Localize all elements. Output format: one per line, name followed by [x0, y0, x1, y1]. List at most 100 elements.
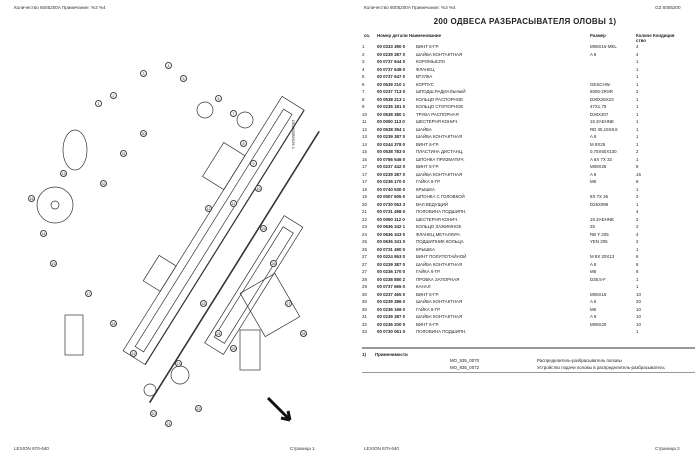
cell-qty: 10 [636, 314, 641, 319]
cell-pos: 17 [362, 171, 367, 177]
cell-pn: 00 0235 181 0 [377, 104, 406, 109]
cell-pn: 00 0766 546 0 [377, 156, 406, 162]
cell-size: 6005-2RSR [590, 89, 613, 94]
cell-pos: 21 [362, 209, 367, 214]
callout-number: 23 [175, 360, 182, 367]
cell-name: ШАЙБА КОНТАКТНАЯ [416, 171, 463, 177]
catalog-code: GZ 6005200 [655, 5, 681, 10]
cell-pos: 30 [362, 291, 367, 297]
cell-pn: 00 0224 953 0 [377, 254, 406, 259]
cell-size: M06X16 [590, 291, 607, 297]
cell-pos: 27 [362, 261, 367, 267]
cell-name: ПОЛОВИНА ПОДШИПН. [416, 209, 467, 214]
applicability-code: MO_935_0072 [450, 365, 480, 370]
cell-pos: 2 [362, 51, 365, 57]
cell-pn: 00 0538 783 0 [377, 149, 406, 154]
cell-qty: 4 [636, 209, 639, 214]
callout-number: 25 [230, 345, 237, 352]
cell-name: ШЕСТЕРНЯ КОНИЧ. [416, 119, 459, 124]
cell-size: YEN 205 [590, 239, 608, 244]
cell-pos: 7 [362, 89, 365, 94]
cell-pos: 30 [362, 306, 367, 312]
callout-number: 19 [130, 350, 137, 357]
cell-qty: 1 [636, 126, 639, 132]
cell-size: D30X26X23 [590, 96, 614, 102]
cell-pn: 00 0244 378 0 [377, 141, 406, 147]
cell-name: ШАЙБА КОНТАКТНАЯ [416, 299, 463, 304]
cell-pn: 00 0239 387 0 [377, 134, 406, 139]
callout-number: 33 [200, 300, 207, 307]
cell-pos: 15 [362, 149, 367, 154]
cell-pn: 00 0050 112 0 [377, 216, 405, 222]
cell-qty: 1 [636, 284, 639, 289]
cell-pn: 00 0539 210 1 [377, 81, 406, 87]
exploded-parts-diagram [36, 95, 320, 422]
cell-pn: 00 0538 213 1 [377, 96, 406, 102]
cell-name: ПЛАСТИНА ДИСТАНЦ. [416, 149, 464, 154]
cell-qty: 6 [636, 261, 639, 267]
cell-pos: 27 [362, 254, 367, 259]
cell-qty: 1 [636, 74, 639, 79]
cell-name: ФЛАНЕЦ [416, 66, 435, 72]
cell-size: 47X1,75 [590, 104, 607, 109]
cell-pn: 00 0239 387 0 [377, 51, 406, 57]
cell-pn: 00 0730 053 3 [377, 201, 406, 207]
cell-name: ТРУБА РАСПОРНАЯ [416, 111, 459, 117]
cell-size: M 8X 20X13 [590, 254, 615, 259]
cell-qty: 2 [636, 149, 639, 154]
cell-pn: 00 0239 387 0 [377, 261, 406, 267]
cell-size: 8X 7X 36 [590, 194, 609, 199]
cell-qty: 2 [636, 216, 639, 222]
cell-pn: 00 0050 113 0 [377, 119, 405, 124]
cell-qty: 2 [636, 239, 639, 244]
cell-size: A 8 [590, 314, 597, 319]
cell-pos: 28 [362, 276, 367, 282]
col-size: Размер [590, 33, 606, 38]
cell-pn: 00 0538 394 1 [377, 126, 406, 132]
cell-name: ПОДШИПНИК КОЛЬЦА [416, 239, 464, 244]
cell-name: КОРПУС [416, 81, 434, 87]
cell-size: M8 [590, 269, 597, 274]
cell-pos: 10 [362, 111, 367, 117]
cell-size: D25X998 [590, 201, 609, 207]
cell-qty: 1 [636, 111, 639, 117]
footnote-label: Применимости [375, 352, 408, 357]
callout-number: 29 [260, 225, 267, 232]
cell-pn: 00 0737 647 0 [377, 74, 406, 79]
callout-number: 7 [230, 110, 237, 117]
cell-qty: 16 [636, 171, 641, 177]
callout-number: 14 [40, 230, 47, 237]
cell-qty: 4 [636, 44, 639, 49]
cell-pos: 29 [362, 284, 367, 289]
col-pos: оз. [364, 33, 371, 38]
callout-number: 22 [195, 405, 202, 412]
cell-qty: 6 [636, 254, 639, 259]
footnote-mark: 1) [362, 352, 366, 357]
cell-pn: 00 0737 665 0 [377, 284, 406, 289]
callout-number: 9 [250, 160, 257, 167]
cell-name: ВИНТ 6-ГР. [416, 321, 439, 327]
cell-pn: 00 0636 342 1 [377, 224, 406, 229]
cell-name: ФЛАНЕЦ МЕТАЛЛИЧ. [416, 231, 461, 237]
callout-number: 3 [140, 70, 147, 77]
cell-name: ШАЙБА КОНТАКТНАЯ [416, 314, 463, 319]
cell-name: ШПОНКА ПРИЗМАТИЧ. [416, 156, 465, 162]
cell-size: RD 35,15X8,6 [590, 126, 618, 132]
cell-pn: 00 0239 387 0 [377, 171, 406, 177]
cell-pn: 00 0236 170 0 [377, 269, 406, 274]
cell-pos: 32 [362, 321, 367, 327]
page-title: 200 ОДВЕСА РАЗБРАСЫВАТЕЛЯ ОЛОВЫ 1) [433, 17, 617, 26]
cell-pos: 25 [362, 239, 367, 244]
footer-model: LEXION 670-640 [364, 446, 399, 451]
